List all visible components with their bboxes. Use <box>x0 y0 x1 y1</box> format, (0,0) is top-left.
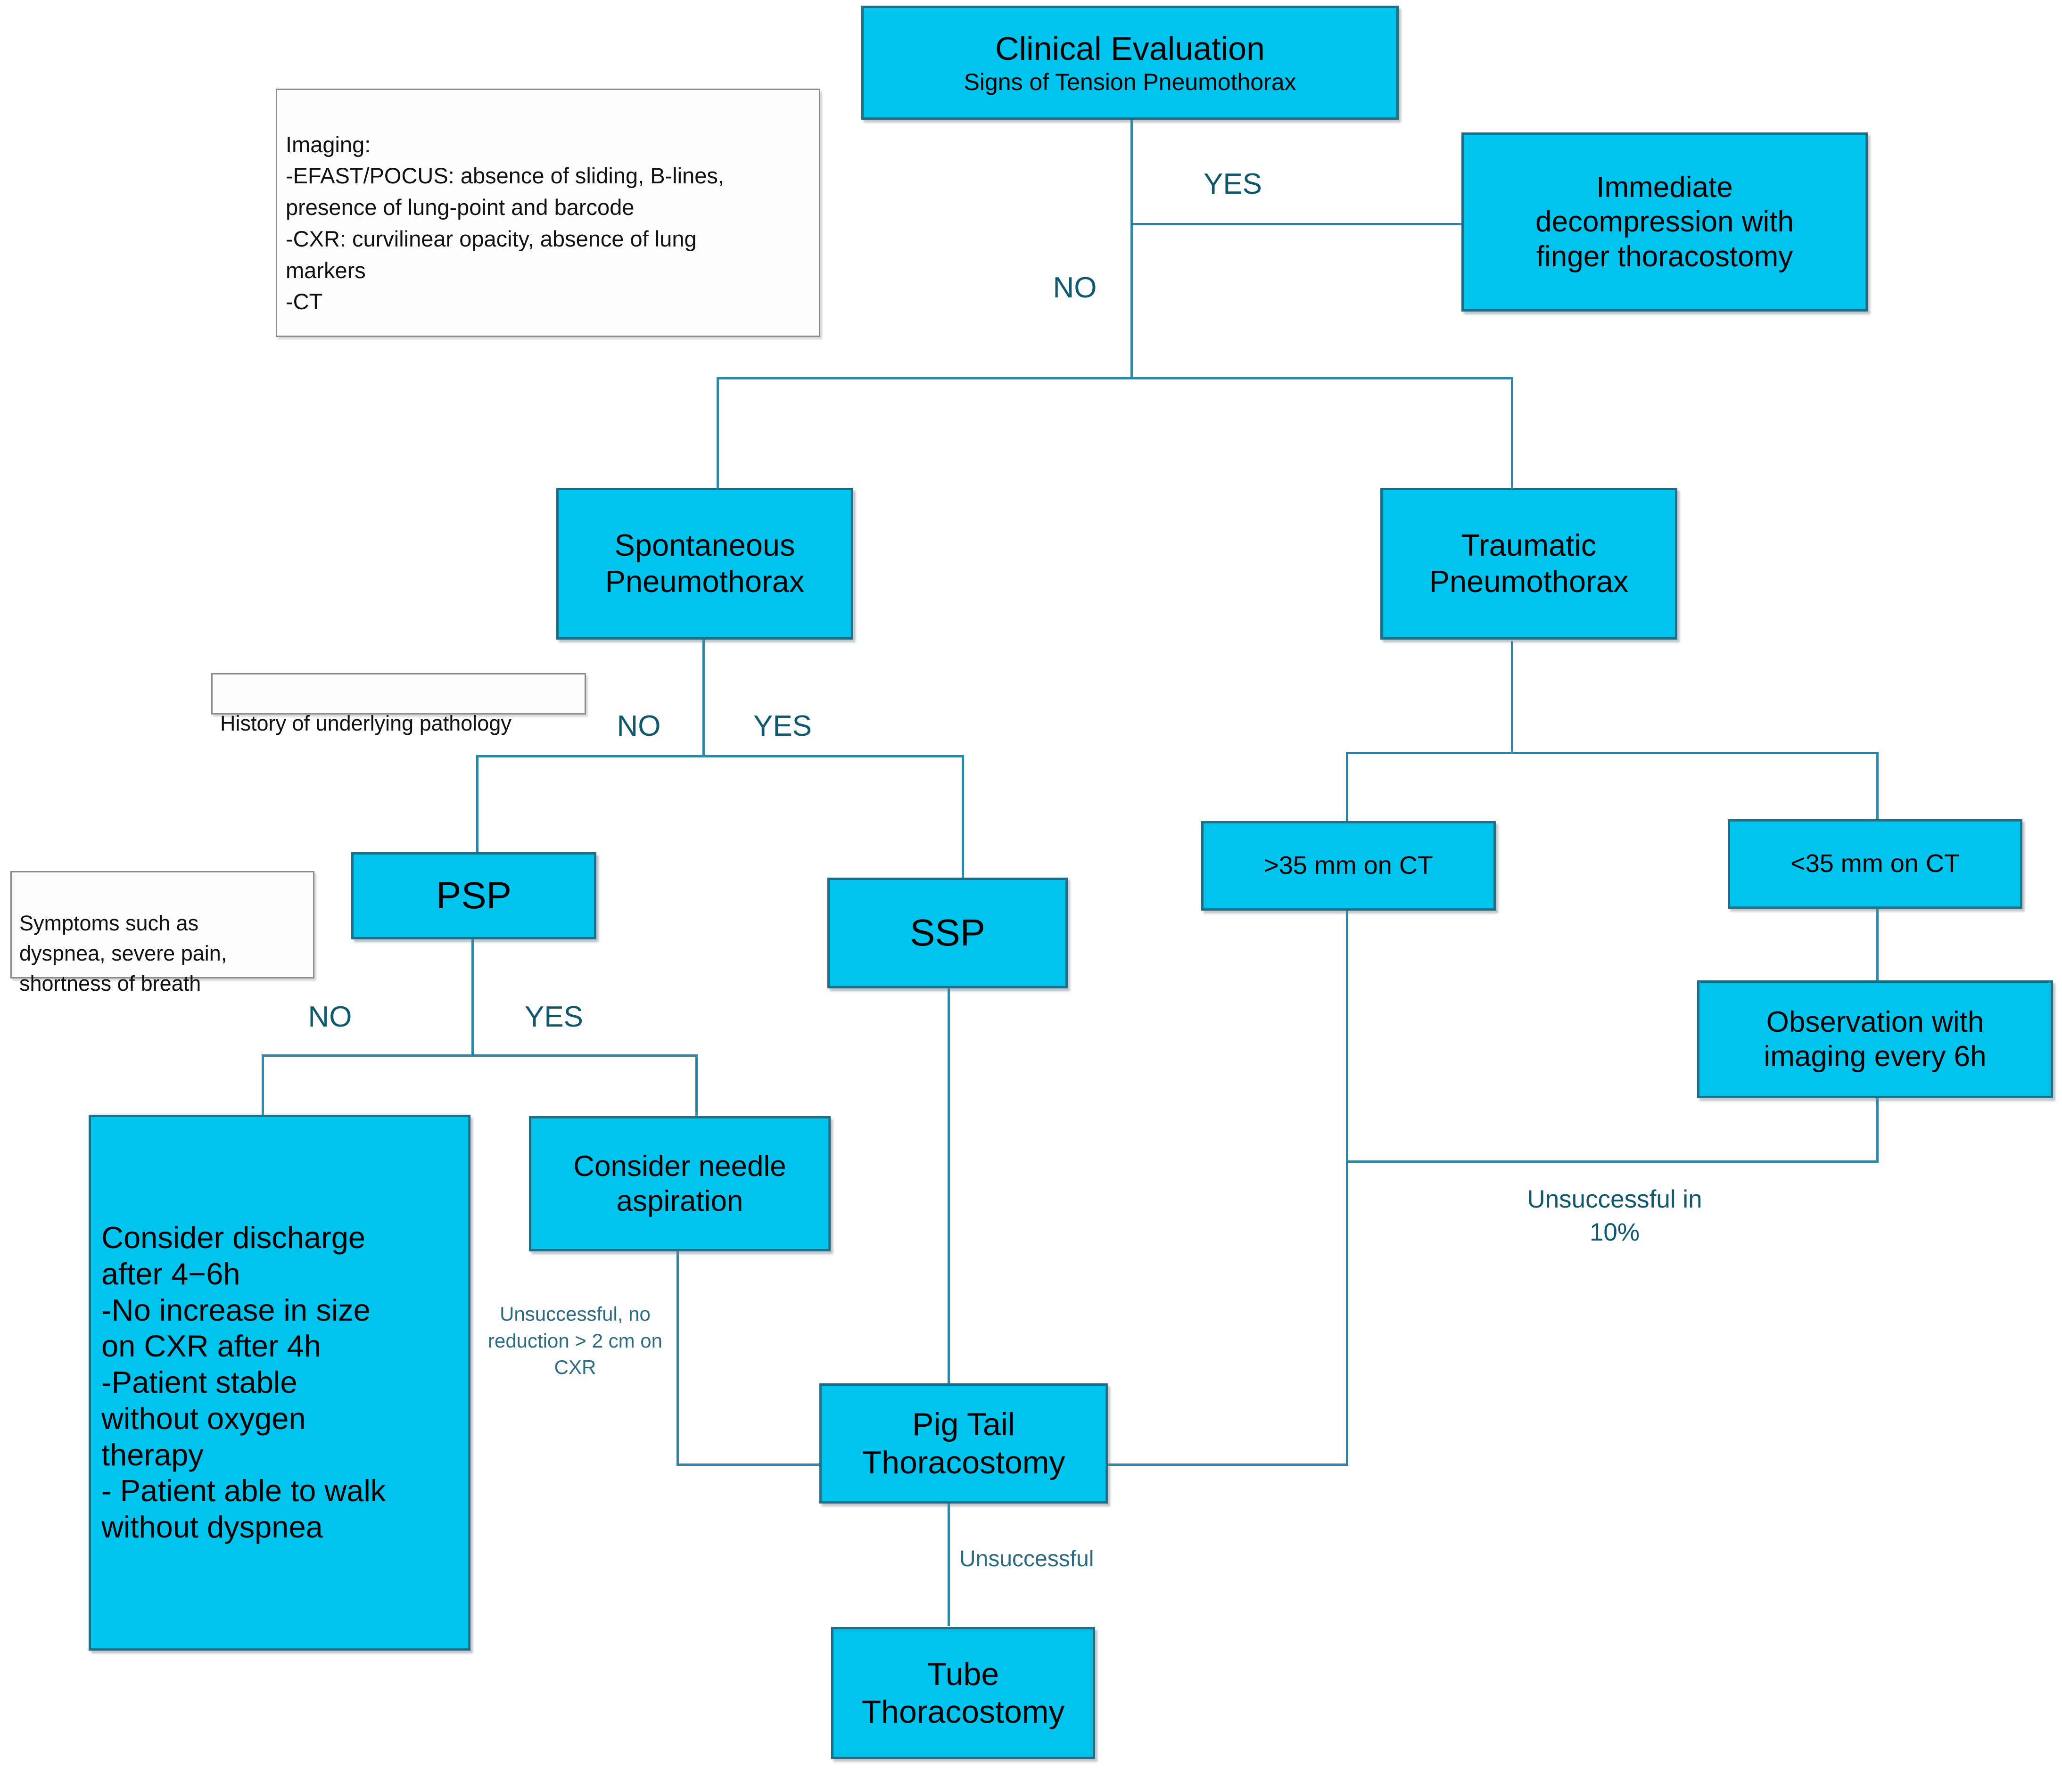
node-immediate-decompression[interactable]: Immediate decompression with finger thor… <box>1461 132 1868 312</box>
edge-to-psp <box>476 755 478 854</box>
psp-label: PSP <box>436 874 512 917</box>
spontaneous-label: Spontaneous Pneumothorax <box>605 528 805 599</box>
pigtail-label: Pig Tail Thoracostomy <box>862 1406 1065 1480</box>
edge-to-gt35 <box>1346 752 1348 822</box>
edge-label-observation-failed: Unsuccessful in 10% <box>1527 1185 1702 1246</box>
node-lt35-on-ct[interactable]: <35 mm on CT <box>1728 819 2022 909</box>
edge-spontaneous-stem <box>702 639 705 756</box>
edge-to-spontaneous <box>717 377 719 488</box>
node-traumatic-pneumothorax[interactable]: Traumatic Pneumothorax <box>1380 488 1677 640</box>
edge-pigtail-to-tube <box>948 1504 950 1626</box>
needle-aspiration-label: Consider needle aspiration <box>573 1150 786 1217</box>
edge-label-symptoms-no: NO <box>308 1001 352 1033</box>
edge-label-tension-yes: YES <box>1203 168 1262 200</box>
gt35-label: >35 mm on CT <box>1264 851 1433 880</box>
edge-observation-to-gt35 <box>1346 1160 1879 1163</box>
immediate-decompression-label: Immediate decompression with finger thor… <box>1535 171 1794 273</box>
clinical-evaluation-subtitle: Signs of Tension Pneumothorax <box>964 68 1296 95</box>
node-ssp[interactable]: SSP <box>827 878 1068 988</box>
edge-gt35-to-pigtail <box>1108 1463 1348 1466</box>
node-tube-thoracostomy[interactable]: Tube Thoracostomy <box>831 1627 1095 1759</box>
edge-gt35-stem <box>1346 910 1348 1466</box>
edge-ssp-to-pigtail <box>948 987 950 1383</box>
edge-label-aspiration-failed: Unsuccessful, no reduction > 2 cm on CXR <box>487 1303 663 1379</box>
edge-aspiration-stem <box>676 1251 679 1466</box>
edge-to-aspiration <box>695 1054 698 1116</box>
edge-label-symptoms-yes: YES <box>524 1001 584 1033</box>
clinical-evaluation-title: Clinical Evaluation <box>995 30 1265 67</box>
tube-label: Tube Thoracostomy <box>861 1656 1065 1730</box>
edge-ct-split <box>1346 752 1879 754</box>
edge-history-split <box>476 755 964 757</box>
edge-lt35-to-observation <box>1876 907 1879 980</box>
edge-label-pigtail-failed: Unsuccessful <box>959 1546 1094 1571</box>
edge-to-traumatic <box>1511 377 1513 488</box>
edge-observation-stem <box>1876 1098 1879 1162</box>
edge-label-tension-no: NO <box>1053 271 1097 304</box>
node-gt35-on-ct[interactable]: >35 mm on CT <box>1201 821 1496 911</box>
node-spontaneous-pneumothorax[interactable]: Spontaneous Pneumothorax <box>556 488 853 640</box>
observation-label: Observation with imaging every 6h <box>1764 1005 1987 1073</box>
edge-to-lt35 <box>1876 752 1879 822</box>
ssp-label: SSP <box>909 912 986 954</box>
traumatic-label: Traumatic Pneumothorax <box>1429 528 1629 599</box>
edge-aspiration-to-pigtail <box>676 1463 820 1466</box>
node-clinical-evaluation[interactable]: Clinical Evaluation Signs of Tension Pne… <box>861 6 1399 120</box>
node-observation[interactable]: Observation with imaging every 6h <box>1697 980 2053 1098</box>
lt35-label: <35 mm on CT <box>1790 849 1960 878</box>
edge-eval-stem <box>1130 119 1133 378</box>
callout-history: History of underlying pathology <box>211 673 586 735</box>
edge-traumatic-stem <box>1511 641 1513 754</box>
imaging-callout-text: Imaging: -EFAST/POCUS: absence of slidin… <box>286 132 724 314</box>
consider-discharge-label: Consider discharge after 4−6h -No increa… <box>101 1220 386 1544</box>
callout-imaging: Imaging: -EFAST/POCUS: absence of slidin… <box>276 89 820 337</box>
edge-label-history-yes: YES <box>753 710 812 742</box>
edge-psp-stem <box>471 938 474 1056</box>
symptoms-callout-text: Symptoms such as dyspnea, severe pain, s… <box>19 911 227 995</box>
edge-symptoms-split <box>262 1054 698 1057</box>
node-psp[interactable]: PSP <box>351 852 596 939</box>
edge-to-ssp <box>962 755 964 880</box>
node-pigtail-thoracostomy[interactable]: Pig Tail Thoracostomy <box>819 1383 1108 1504</box>
edge-to-discharge <box>262 1054 264 1116</box>
history-callout-text: History of underlying pathology <box>220 711 511 735</box>
edge-label-history-no: NO <box>617 710 661 742</box>
node-needle-aspiration[interactable]: Consider needle aspiration <box>529 1116 831 1251</box>
edge-yes-to-decompression <box>1130 223 1465 225</box>
callout-symptoms: Symptoms such as dyspnea, severe pain, s… <box>10 871 314 995</box>
node-consider-discharge[interactable]: Consider discharge after 4−6h -No increa… <box>89 1115 470 1651</box>
edge-split-bar <box>717 377 1513 379</box>
